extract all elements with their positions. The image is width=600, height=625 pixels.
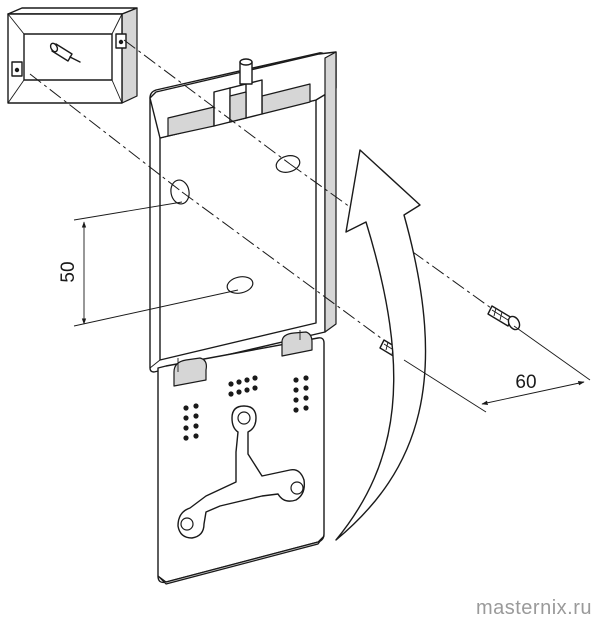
dimension-50-label: 50 (58, 261, 79, 282)
screw-right-icon (487, 305, 521, 331)
vent-dots-left (183, 403, 199, 441)
mounting-hole-upper-right (275, 155, 301, 173)
plate-top-peg-icon (239, 58, 253, 85)
plate-relief-y-shape (177, 405, 306, 539)
mounting-hole-lower (226, 276, 254, 294)
alignment-centerlines (29, 39, 506, 353)
mounting-hole-upper-left (170, 179, 190, 205)
vent-dots-right (293, 375, 309, 413)
vent-dots-top-center (228, 375, 258, 397)
front-plate (157, 330, 325, 585)
hinge-right-icon (281, 331, 313, 357)
hinge-left-icon (173, 357, 207, 387)
wall-junction-box (7, 7, 138, 104)
wall-dowel-icon (49, 42, 81, 63)
rotation-arrow-icon (335, 149, 427, 541)
dimension-50: 50 (58, 201, 239, 327)
dimension-60-label: 60 (515, 372, 536, 393)
watermark-text: masternix.ru (476, 597, 592, 619)
dimension-60: 60 (403, 325, 591, 413)
back-plate (149, 51, 337, 373)
